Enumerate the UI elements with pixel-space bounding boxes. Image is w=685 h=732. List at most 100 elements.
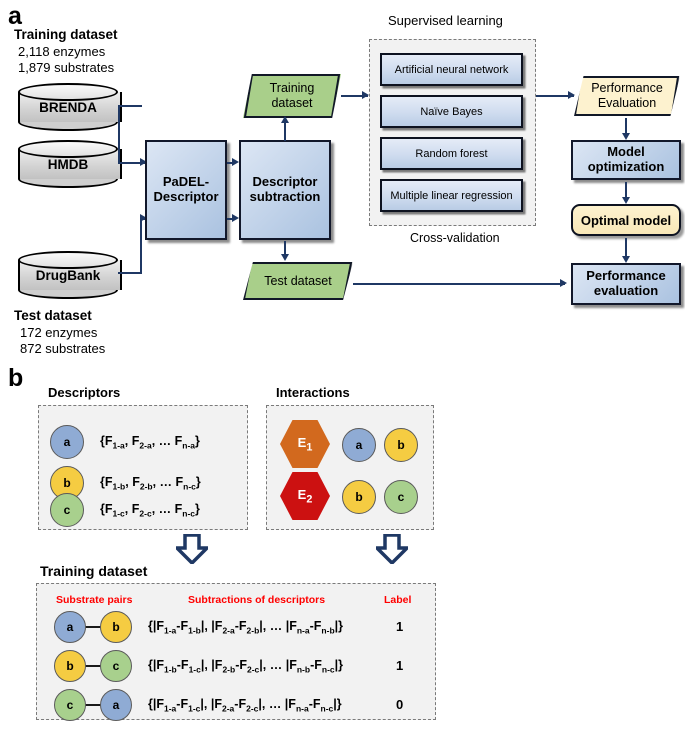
interaction-node-b2[interactable]: b: [342, 480, 376, 514]
table-row-2-label: 1: [396, 658, 404, 673]
connector-sl-to-perf: [536, 95, 574, 97]
padel-descriptor-label: PaDEL-Descriptor: [153, 174, 219, 204]
descriptor-node-a-label: a: [63, 435, 71, 449]
algorithm-multiple-linear-regression[interactable]: Multiple linear regression: [380, 179, 523, 212]
algorithm-naive-bayes[interactable]: Naïve Bayes: [380, 95, 523, 128]
arrow-padel-to-sub-bot: [232, 214, 239, 222]
table-row-2-formula: {|F1-b-F1-c|, |F2-b-F2-c|, … |Fn-b-Fn-c|…: [148, 658, 344, 675]
arrow-modelopt-to-optimal: [622, 197, 630, 204]
training-dataset-enzymes: 2,118 enzymes: [18, 44, 106, 59]
descriptor-node-b-label: b: [63, 476, 71, 490]
descriptor-set-a: {F1-a, F2-a, … Fn-a}: [100, 434, 200, 451]
algorithm-random-forest[interactable]: Random forest: [380, 137, 523, 170]
training-table-title: Training dataset: [40, 563, 148, 579]
database-brenda-label: BRENDA: [39, 99, 97, 115]
training-dataset-caption-title: Training dataset: [14, 27, 118, 42]
connector-sub-to-training: [284, 122, 286, 141]
connector-modelopt-to-optimal: [625, 182, 627, 199]
enzyme-node-e2-label: E2: [297, 486, 313, 506]
table-header-label: Label: [384, 594, 412, 606]
connector-training-to-sl: [341, 95, 368, 97]
table-header-substrate-pairs: Substrate pairs: [56, 594, 133, 606]
table-row-3-formula: {|F1-a-F1-c|, |F2-a-F2-c|, … |Fn-a-Fn-c|…: [148, 697, 342, 714]
interaction-node-b[interactable]: b: [384, 428, 418, 462]
database-drugbank-label: DrugBank: [35, 267, 101, 283]
interactions-title: Interactions: [276, 385, 350, 400]
node-label: a: [112, 698, 120, 712]
node-label: a: [66, 620, 74, 634]
algorithm-label: Artificial neural network: [394, 63, 509, 76]
connector-optimal-to-perf2: [625, 238, 627, 258]
database-hmdb[interactable]: HMDB: [18, 140, 122, 188]
table-row-1-label: 1: [396, 619, 404, 634]
interaction-node-label: b: [397, 438, 405, 452]
algorithm-label: Random forest: [415, 147, 488, 160]
interaction-node-label: c: [397, 490, 405, 504]
interaction-node-c[interactable]: c: [384, 480, 418, 514]
down-block-arrow-left: [176, 534, 208, 564]
enzyme-node-e1-label: E1: [297, 434, 313, 454]
database-hmdb-label: HMDB: [47, 156, 89, 172]
connector-padel-to-sub-bot: [227, 218, 234, 220]
process-padel-descriptor[interactable]: PaDEL-Descriptor: [145, 140, 227, 240]
table-row-1-node-right[interactable]: b: [100, 611, 132, 643]
table-row-3-node-left[interactable]: c: [54, 689, 86, 721]
arrow-test-to-perf2: [560, 279, 567, 287]
test-dataset-node-label: Test dataset: [264, 273, 332, 288]
enzyme-node-e1[interactable]: E1: [280, 420, 330, 468]
node-label: b: [66, 659, 74, 673]
optimal-model-box[interactable]: Optimal model: [571, 204, 681, 236]
arrow-to-padel-bottom: [140, 214, 147, 222]
algorithm-artificial-neural-network[interactable]: Artificial neural network: [380, 53, 523, 86]
database-drugbank[interactable]: DrugBank: [18, 251, 122, 299]
connector-perf-to-modelopt: [625, 118, 627, 135]
table-row-2-node-left[interactable]: b: [54, 650, 86, 682]
test-dataset-caption-title: Test dataset: [14, 308, 92, 323]
algorithm-label: Naïve Bayes: [420, 105, 483, 118]
enzyme-node-e2[interactable]: E2: [280, 472, 330, 520]
connector-drugbank-h: [118, 272, 142, 274]
interaction-node-a[interactable]: a: [342, 428, 376, 462]
arrow-training-to-sl: [362, 91, 369, 99]
parallelogram-shape: [243, 74, 341, 118]
pair-connector: [80, 704, 104, 706]
descriptors-title: Descriptors: [48, 385, 121, 400]
cross-validation-label: Cross-validation: [410, 231, 500, 245]
down-block-arrow-right: [376, 534, 408, 564]
node-label: b: [112, 620, 120, 634]
table-row-1-formula: {|F1-a-F1-b|, |F2-a-F2-b|, … |Fn-a-Fn-b|…: [148, 619, 344, 636]
table-row-3-label: 0: [396, 697, 404, 712]
arrow-sub-to-test: [281, 254, 289, 261]
arrow-sub-to-training: [281, 116, 289, 123]
table-row-1-node-left[interactable]: a: [54, 611, 86, 643]
descriptor-node-c[interactable]: c: [50, 493, 84, 527]
cylinder-top: [18, 251, 118, 269]
table-row-3-node-right[interactable]: a: [100, 689, 132, 721]
database-brenda[interactable]: BRENDA: [18, 83, 122, 131]
connector-sub-to-test: [284, 241, 286, 256]
interaction-node-label: b: [355, 490, 363, 504]
connector-brenda-line2: [118, 105, 142, 107]
test-dataset-substrates: 872 substrates: [20, 341, 106, 356]
interaction-node-label: a: [355, 438, 363, 452]
descriptor-node-c-label: c: [63, 503, 71, 517]
test-dataset-enzymes: 172 enzymes: [20, 325, 98, 340]
pair-connector: [80, 665, 104, 667]
connector-test-to-perf2: [353, 283, 565, 285]
descriptor-node-a[interactable]: a: [50, 425, 84, 459]
cylinder-top: [18, 83, 118, 101]
connector-drugbank-v: [140, 218, 142, 274]
table-row-2-node-right[interactable]: c: [100, 650, 132, 682]
test-dataset-node[interactable]: Test dataset: [243, 262, 353, 300]
arrow-sl-to-perf: [568, 91, 575, 99]
panel-b-letter: b: [8, 364, 24, 392]
pair-connector: [80, 626, 104, 628]
descriptor-set-c: {F1-c, F2-c, … Fn-c}: [100, 502, 200, 519]
